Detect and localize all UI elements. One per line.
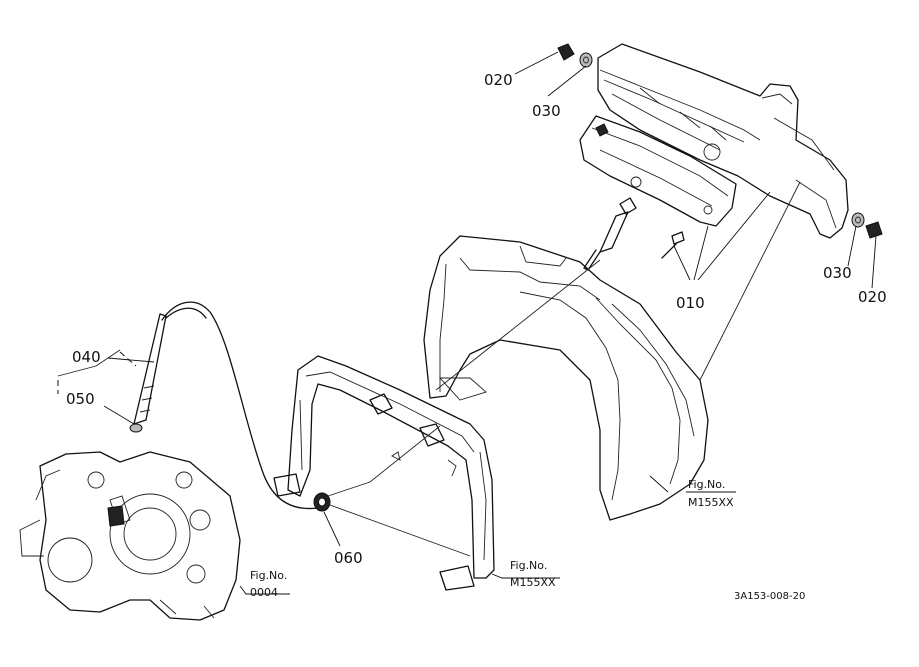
leader-lines [103,51,877,595]
callout-020-right: 020 [858,288,887,306]
meter-housing [597,43,849,239]
callout-040: 040 [72,348,101,366]
callout-020-top: 020 [484,71,513,89]
callout-030-right: 030 [823,264,852,282]
callout-010: 010 [676,294,705,312]
callout-060: 060 [334,549,363,567]
transmission-housing [19,451,241,621]
callout-030-top: 030 [532,102,561,120]
hood [423,235,709,521]
fig-ref-code-hood: M155XX [688,496,734,509]
fig-ref-label-frame: Fig.No. [510,559,548,572]
speedometer-cable [129,301,319,510]
assembly-lines [57,181,801,557]
screw-top [557,43,593,68]
sensor-shaft [583,197,637,271]
grommet [313,492,331,512]
callout-050: 050 [66,390,95,408]
drawing-code: 3A153-008-20 [734,591,806,602]
fig-ref-label-transmission: Fig.No. [250,569,288,582]
fig-ref-code-frame: M155XX [510,576,556,589]
fig-ref-label-hood: Fig.No. [688,478,726,491]
meter-panel [579,115,737,227]
front-frame [273,355,495,591]
screw-right [661,212,883,259]
fig-ref-code-transmission: 0004 [250,586,278,599]
